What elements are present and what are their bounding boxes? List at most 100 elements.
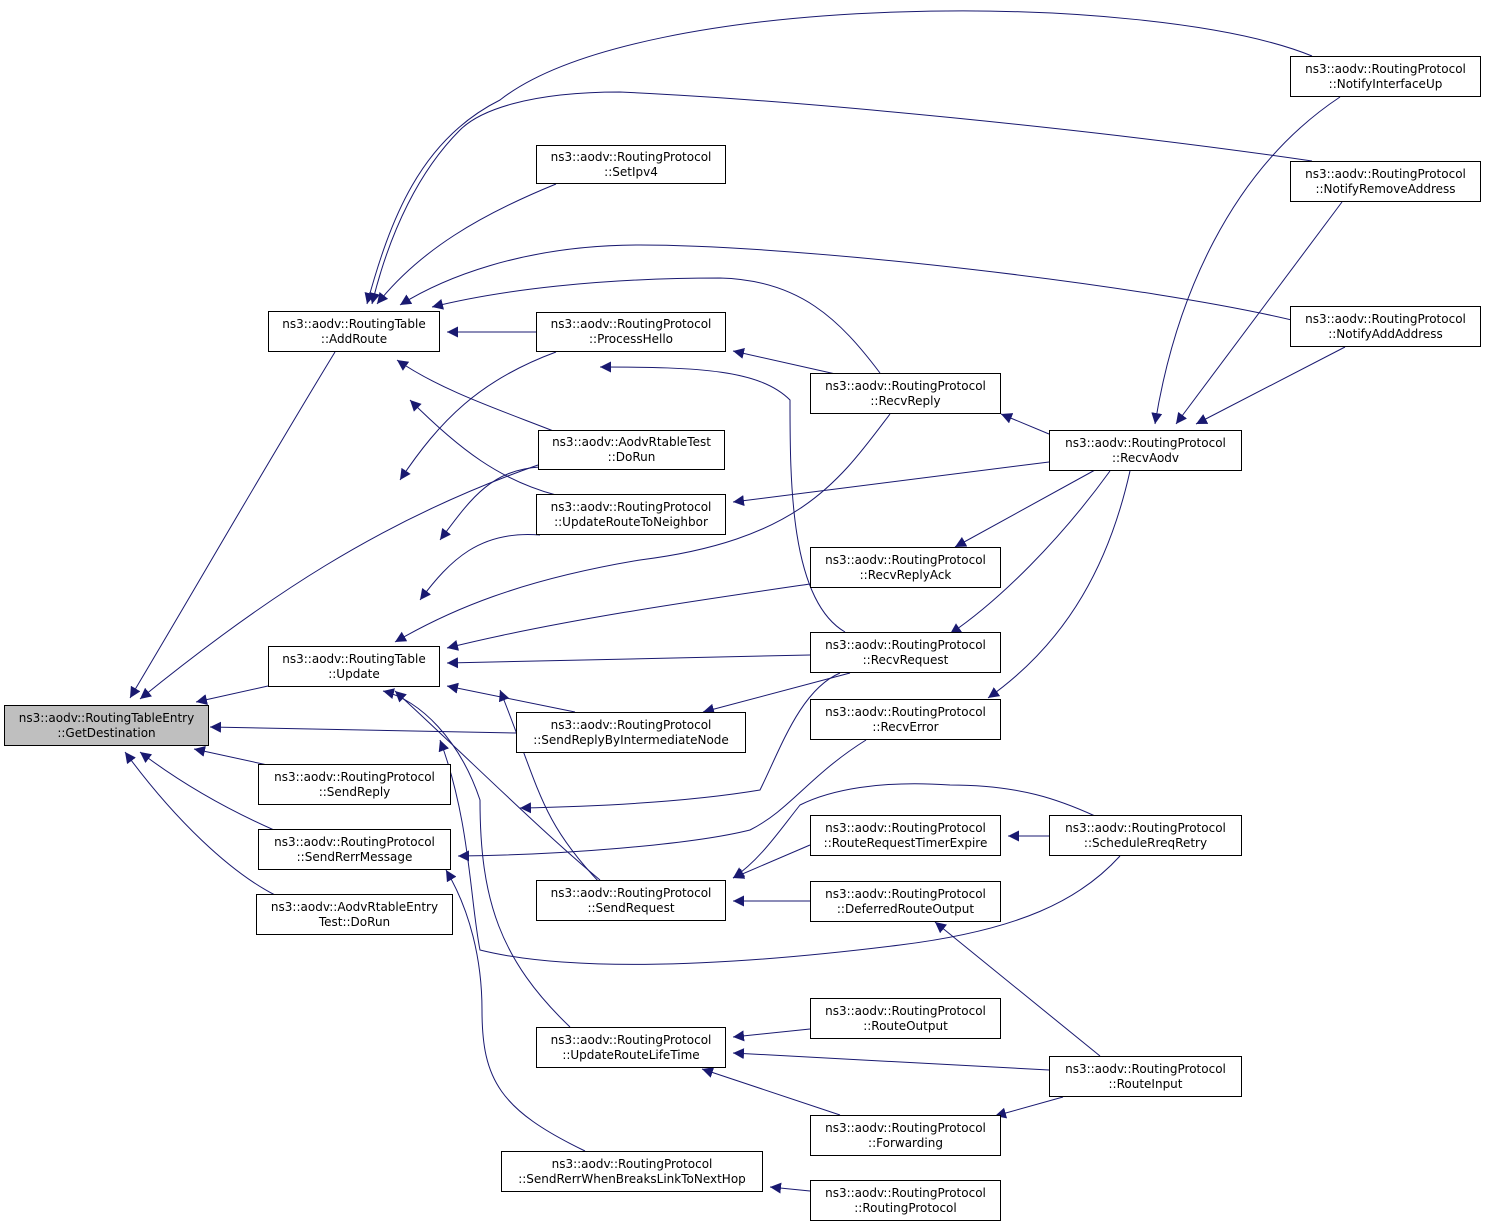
- edge-updneighbor-to-update: [419, 533, 541, 601]
- node-label: ::Forwarding: [868, 1135, 943, 1150]
- edge-rtabletest-to-getdest: [139, 464, 539, 700]
- node-sendrerrmessage[interactable]: ns3::aodv::RoutingProtocol::SendRerrMess…: [258, 829, 451, 870]
- node-label: ns3::aodv::RoutingProtocol: [550, 1032, 712, 1047]
- node-routeoutput[interactable]: ns3::aodv::RoutingProtocol::RouteOutput: [810, 998, 1001, 1039]
- node-forwarding[interactable]: ns3::aodv::RoutingProtocol::Forwarding: [810, 1115, 1001, 1156]
- node-label: ns3::aodv::RoutingProtocol: [1305, 61, 1466, 76]
- node-label: ::RouteRequestTimerExpire: [823, 835, 988, 850]
- node-label: ::SendReplyByIntermediateNode: [533, 732, 729, 747]
- node-sendreplybyintermediatenode[interactable]: ns3::aodv::RoutingProtocol::SendReplyByI…: [516, 712, 746, 753]
- node-routerequesttimerexpire[interactable]: ns3::aodv::RoutingProtocol::RouteRequest…: [810, 815, 1001, 856]
- node-label: ::AddRoute: [320, 331, 388, 346]
- edge-sendrequest-to-update: [394, 690, 601, 881]
- node-schedulerreqretry[interactable]: ns3::aodv::RoutingProtocol::ScheduleRreq…: [1049, 815, 1242, 856]
- node-sendreply[interactable]: ns3::aodv::RoutingProtocol::SendReply: [258, 764, 451, 805]
- node-notifyaddaddress[interactable]: ns3::aodv::RoutingProtocol::NotifyAddAdd…: [1290, 306, 1481, 347]
- edge-recvreplyack-to-update: [446, 583, 811, 651]
- node-label: ns3::aodv::AodvRtableEntry: [270, 899, 439, 914]
- edge-schedrreq-to-update: [438, 739, 1121, 965]
- node-label: ns3::aodv::RoutingProtocol: [551, 1156, 713, 1171]
- edge-recvreply-to-update: [394, 413, 891, 643]
- node-label: ::SendRequest: [587, 900, 675, 915]
- edge-sendreplyinter-to-update: [446, 682, 576, 713]
- node-label: ns3::aodv::RoutingProtocol: [1305, 311, 1466, 326]
- node-label: ::NotifyInterfaceUp: [1328, 76, 1443, 91]
- node-label: ns3::aodv::RoutingProtocol: [550, 317, 712, 331]
- node-label: ::Update: [328, 666, 380, 681]
- node-label: ::SendRerrWhenBreaksLinkToNextHop: [518, 1171, 746, 1186]
- node-processhello[interactable]: ns3::aodv::RoutingProtocol::ProcessHello: [536, 312, 726, 352]
- node-label: ns3::aodv::AodvRtableTest: [552, 435, 711, 449]
- node-updateroutelifetime[interactable]: ns3::aodv::RoutingProtocol::UpdateRouteL…: [536, 1027, 726, 1068]
- node-label: ns3::aodv::RoutingProtocol: [825, 886, 986, 901]
- edge-routeinput-to-deferred: [934, 921, 1101, 1057]
- edge-rtabletest-to-addroute: [396, 359, 557, 433]
- edge-recvaodv-to-recvreply: [1000, 413, 1050, 435]
- node-rtabletest-dorun[interactable]: ns3::aodv::AodvRtableTest::DoRun: [538, 430, 725, 470]
- node-label: ::NotifyAddAddress: [1328, 326, 1443, 341]
- node-recvreplyack[interactable]: ns3::aodv::RoutingProtocol::RecvReplyAck: [810, 547, 1001, 588]
- node-label: ::RoutingProtocol: [854, 1200, 957, 1215]
- node-addroute[interactable]: ns3::aodv::RoutingTable::AddRoute: [268, 311, 440, 352]
- node-routingprotocol[interactable]: ns3::aodv::RoutingProtocol::RoutingProto…: [810, 1180, 1001, 1221]
- node-routeinput[interactable]: ns3::aodv::RoutingProtocol::RouteInput: [1049, 1056, 1242, 1097]
- edge-recvreply-to-processhello: [732, 348, 841, 376]
- edge-sendreplyinter-to-getdest: [209, 721, 517, 734]
- edge-sendrequest-to-addroute: [498, 689, 601, 884]
- edge-recvreply-to-addroute: [431, 277, 881, 374]
- edge-setipv4-to-addroute: [376, 183, 557, 305]
- node-label: ns3::aodv::RoutingProtocol: [1065, 820, 1226, 835]
- node-recvrequest[interactable]: ns3::aodv::RoutingProtocol::RecvRequest: [810, 632, 1001, 673]
- edge-notifyremove-to-recvaodv: [1175, 201, 1343, 425]
- node-label: ns3::aodv::RoutingProtocol: [825, 1185, 986, 1200]
- node-label: ::RecvError: [872, 719, 939, 734]
- node-label: Test::DoRun: [318, 914, 391, 929]
- edge-routeinput-to-updlifetime: [732, 1048, 1050, 1071]
- node-label: ::DoRun: [607, 450, 656, 464]
- node-label: ns3::aodv::RoutingProtocol: [1305, 166, 1466, 181]
- node-label: ::NotifyRemoveAddress: [1315, 181, 1456, 196]
- node-sendrequest[interactable]: ns3::aodv::RoutingProtocol::SendRequest: [536, 880, 726, 921]
- node-notifyremoveaddress[interactable]: ns3::aodv::RoutingProtocol::NotifyRemove…: [1290, 161, 1481, 202]
- node-label: ::GetDestination: [57, 725, 156, 740]
- edge-processhello-to-update: [399, 351, 557, 481]
- node-update[interactable]: ns3::aodv::RoutingTable::Update: [268, 646, 440, 687]
- node-recvreply[interactable]: ns3::aodv::RoutingProtocol::RecvReply: [810, 373, 1001, 414]
- node-label: ::DeferredRouteOutput: [836, 901, 975, 916]
- node-notifyinterfaceup[interactable]: ns3::aodv::RoutingProtocol::NotifyInterf…: [1290, 56, 1481, 97]
- node-recverror[interactable]: ns3::aodv::RoutingProtocol::RecvError: [810, 699, 1001, 740]
- edge-notifyadd-to-addroute: [399, 244, 1301, 323]
- edge-update-to-getdest: [195, 685, 269, 705]
- node-label: ::UpdateRouteLifeTime: [562, 1047, 700, 1062]
- edge-notifyup-to-addroute: [364, 10, 1313, 305]
- edge-sendrerrmsg-to-getdest: [139, 751, 275, 831]
- edge-recvrequest-to-update: [446, 654, 811, 669]
- node-sendrerrwhenbreakslinktonexthop[interactable]: ns3::aodv::RoutingProtocol::SendRerrWhen…: [501, 1151, 763, 1192]
- node-label: ns3::aodv::RoutingProtocol: [550, 717, 712, 732]
- edge-notifyremove-to-addroute: [369, 91, 1313, 305]
- node-recvaodv[interactable]: ns3::aodv::RoutingProtocol::RecvAodv: [1049, 430, 1242, 471]
- node-label: ns3::aodv::RoutingProtocol: [825, 1003, 986, 1018]
- edge-notifyup-to-recvaodv: [1151, 96, 1341, 425]
- edge-recvrequest-to-sendreplyinter: [702, 672, 851, 715]
- node-label: ns3::aodv::RoutingProtocol: [825, 552, 986, 567]
- edge-recvrequest-to-sendreply: [519, 672, 841, 814]
- node-label: ns3::aodv::RoutingProtocol: [825, 820, 986, 835]
- node-label: ::ScheduleRreqRetry: [1083, 835, 1208, 850]
- node-label: ::ProcessHello: [588, 332, 674, 346]
- node-updateroutetoneighbor[interactable]: ns3::aodv::RoutingProtocol::UpdateRouteT…: [536, 494, 726, 535]
- node-label: ::RecvReply: [870, 393, 941, 408]
- node-label: ns3::aodv::RoutingProtocol: [550, 885, 712, 900]
- edge-schedrreq-to-sendrequest: [732, 783, 1096, 879]
- edge-sendrerrbreaks-to-sendrerrmsg: [445, 869, 586, 1152]
- edge-updneighbor-to-addroute: [409, 399, 557, 496]
- node-label: ns3::aodv::RoutingTable: [282, 651, 426, 666]
- edge-routeoutput-to-updlifetime: [732, 1028, 811, 1042]
- node-label: ns3::aodv::RoutingProtocol: [825, 637, 986, 652]
- node-label: ::RecvAodv: [1111, 450, 1180, 465]
- node-deferredrouteoutput[interactable]: ns3::aodv::RoutingProtocol::DeferredRout…: [810, 881, 1001, 922]
- edge-routeinput-to-forwarding: [994, 1096, 1064, 1119]
- node-setipv4[interactable]: ns3::aodv::RoutingProtocol::SetIpv4: [536, 145, 726, 184]
